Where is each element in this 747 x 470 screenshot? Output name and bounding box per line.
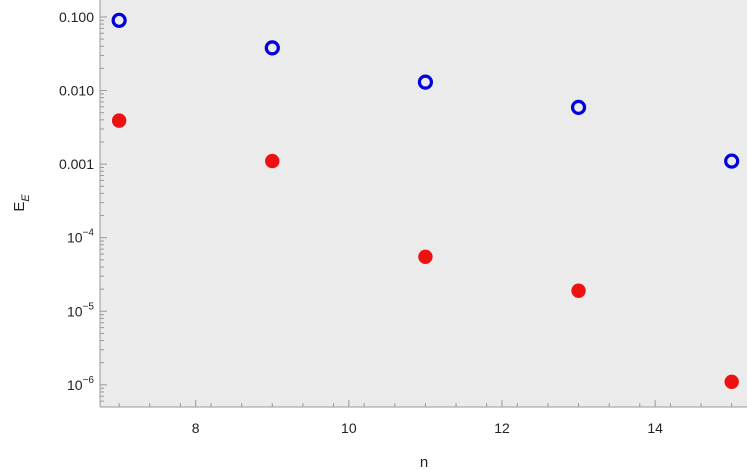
data-point-filled (724, 374, 739, 390)
axis-ticks: 8 10 12 14 0.100 0.010 0.001 10−4 10−5 10−6 (59, 9, 733, 436)
data-point-open (724, 153, 740, 169)
y-axis-label: EE (11, 194, 32, 212)
plot-area (100, 0, 747, 407)
data-point-open (264, 40, 280, 56)
y-tick-label: 0.010 (59, 83, 94, 99)
data-points (111, 12, 740, 390)
data-point-filled (571, 283, 586, 298)
x-axis-label: n (420, 454, 428, 470)
x-tick-label: 8 (192, 420, 200, 436)
y-tick-label: 10−4 (67, 228, 94, 246)
data-point-filled (265, 153, 280, 169)
x-tick-label: 12 (494, 420, 510, 436)
y-axis-label-main: E (11, 202, 28, 212)
y-tick-label: 10−5 (67, 301, 94, 319)
data-point-filled (111, 113, 127, 128)
x-tick-label: 10 (341, 420, 357, 436)
y-tick-label: 0.100 (59, 9, 94, 25)
data-point-open (111, 12, 127, 28)
data-point-filled (418, 249, 433, 264)
y-tick-label: 10−6 (67, 375, 94, 393)
y-axis-label-subscript: E (20, 194, 32, 202)
data-point-open (417, 74, 434, 90)
data-point-open (570, 99, 587, 115)
x-tick-label: 14 (647, 420, 663, 436)
y-tick-label: 0.001 (59, 156, 94, 172)
